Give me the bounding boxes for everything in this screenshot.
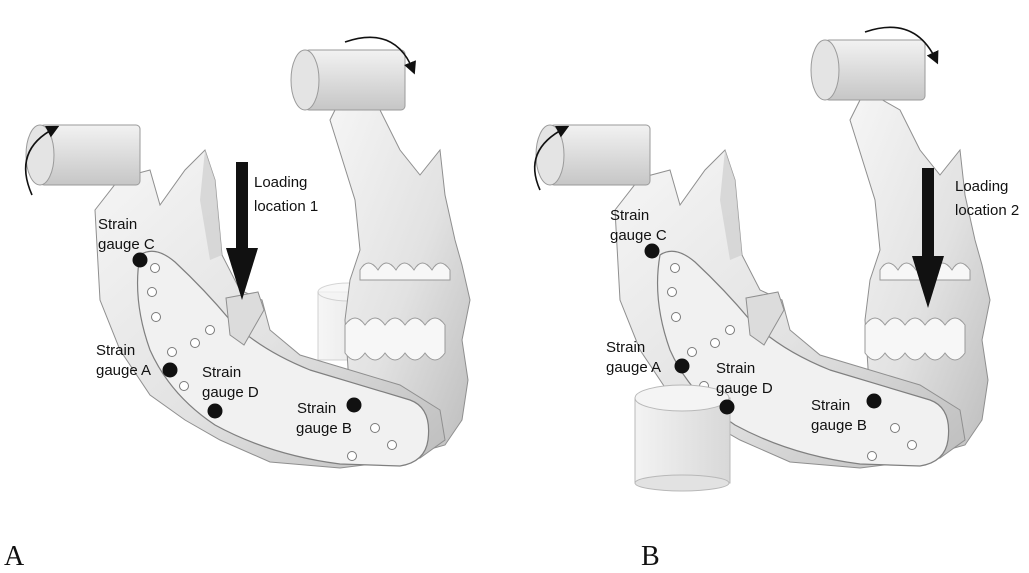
- panel-b: Loading location 2 Strain gauge C Strain…: [535, 27, 1020, 572]
- svg-text:Strain: Strain: [716, 360, 755, 377]
- strain-gauge-dot: [645, 244, 660, 259]
- svg-text:gauge B: gauge B: [296, 420, 352, 437]
- svg-text:gauge A: gauge A: [606, 359, 661, 376]
- svg-text:gauge B: gauge B: [811, 417, 867, 434]
- cylinder-support: [635, 385, 730, 491]
- strain-gauge-dot: [133, 253, 148, 268]
- strain-gauge-dot: [347, 398, 362, 413]
- svg-text:gauge D: gauge D: [716, 380, 773, 397]
- svg-text:Strain: Strain: [610, 207, 649, 224]
- strain-gauge-dot: [675, 359, 690, 374]
- strain-gauge-dot: [208, 404, 223, 419]
- svg-text:gauge C: gauge C: [610, 227, 667, 244]
- svg-text:Strain: Strain: [96, 342, 135, 359]
- strain-gauge-dot: [720, 400, 735, 415]
- panel-letter-b: B: [641, 541, 660, 572]
- panel-a: Loading location 1 Strain gauge C Strain…: [4, 37, 470, 572]
- panel-letter-a: A: [4, 541, 25, 572]
- condyle-cylinder-right: [291, 50, 405, 110]
- svg-text:gauge D: gauge D: [202, 384, 259, 401]
- strain-gauge-dot: [867, 394, 882, 409]
- svg-text:Strain: Strain: [98, 216, 137, 233]
- svg-text:gauge C: gauge C: [98, 236, 155, 253]
- condyle-cylinder-left: [26, 125, 140, 185]
- svg-text:Strain: Strain: [297, 400, 336, 417]
- svg-text:Strain: Strain: [811, 397, 850, 414]
- svg-text:Strain: Strain: [202, 364, 241, 381]
- strain-gauge-dot: [163, 363, 178, 378]
- load-label: Loading: [254, 174, 307, 191]
- mandible-illustration: [95, 90, 470, 468]
- svg-text:location 2: location 2: [955, 202, 1019, 219]
- svg-text:gauge A: gauge A: [96, 362, 151, 379]
- condyle-cylinder-right: [811, 40, 925, 100]
- svg-text:Strain: Strain: [606, 339, 645, 356]
- load-label: Loading: [955, 178, 1008, 195]
- condyle-cylinder-left: [536, 125, 650, 185]
- svg-text:location 1: location 1: [254, 198, 318, 215]
